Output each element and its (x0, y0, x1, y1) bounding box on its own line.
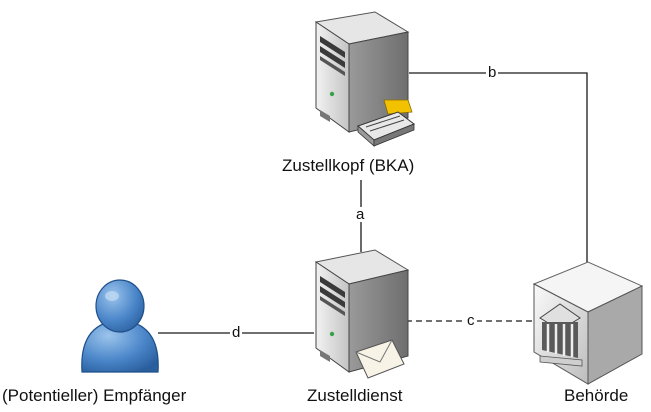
node-label-behoerde: Behörde (564, 386, 629, 405)
edge-label-c: c (465, 312, 477, 329)
building-icon (532, 261, 644, 385)
node-label-zustelldienst: Zustelldienst (307, 386, 403, 405)
edge-label-b: b (486, 64, 499, 81)
person-icon (81, 279, 159, 373)
server-with-letter-icon (314, 249, 410, 379)
node-label-zustellkopf: Zustellkopf (BKA) (282, 156, 415, 175)
building-entrance-icon (539, 303, 583, 367)
edge-label-d: d (230, 324, 243, 341)
edge-b-line (409, 72, 588, 264)
letter-icon (355, 339, 405, 379)
server-with-printer-icon (314, 11, 416, 147)
node-label-empfaenger: (Potentieller) Empfänger (2, 386, 187, 405)
printer-icon (357, 99, 416, 147)
edge-label-a: a (354, 206, 367, 223)
